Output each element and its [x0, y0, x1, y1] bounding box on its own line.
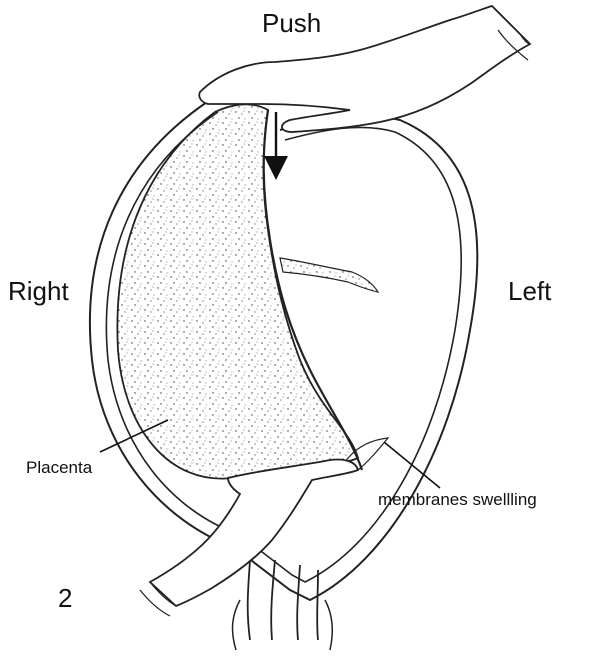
label-right: Right: [8, 276, 69, 307]
figure-number: 2: [58, 583, 72, 614]
label-membranes-swelling: membranes swellling: [378, 490, 537, 510]
label-placenta: Placenta: [26, 458, 92, 478]
cervix: [248, 560, 318, 640]
placenta-shape: [117, 104, 358, 478]
label-left: Left: [508, 276, 551, 307]
membranes-leader: [384, 442, 440, 488]
membrane-tissue: [280, 258, 378, 292]
lower-hand: [150, 459, 358, 606]
label-push: Push: [262, 8, 321, 39]
